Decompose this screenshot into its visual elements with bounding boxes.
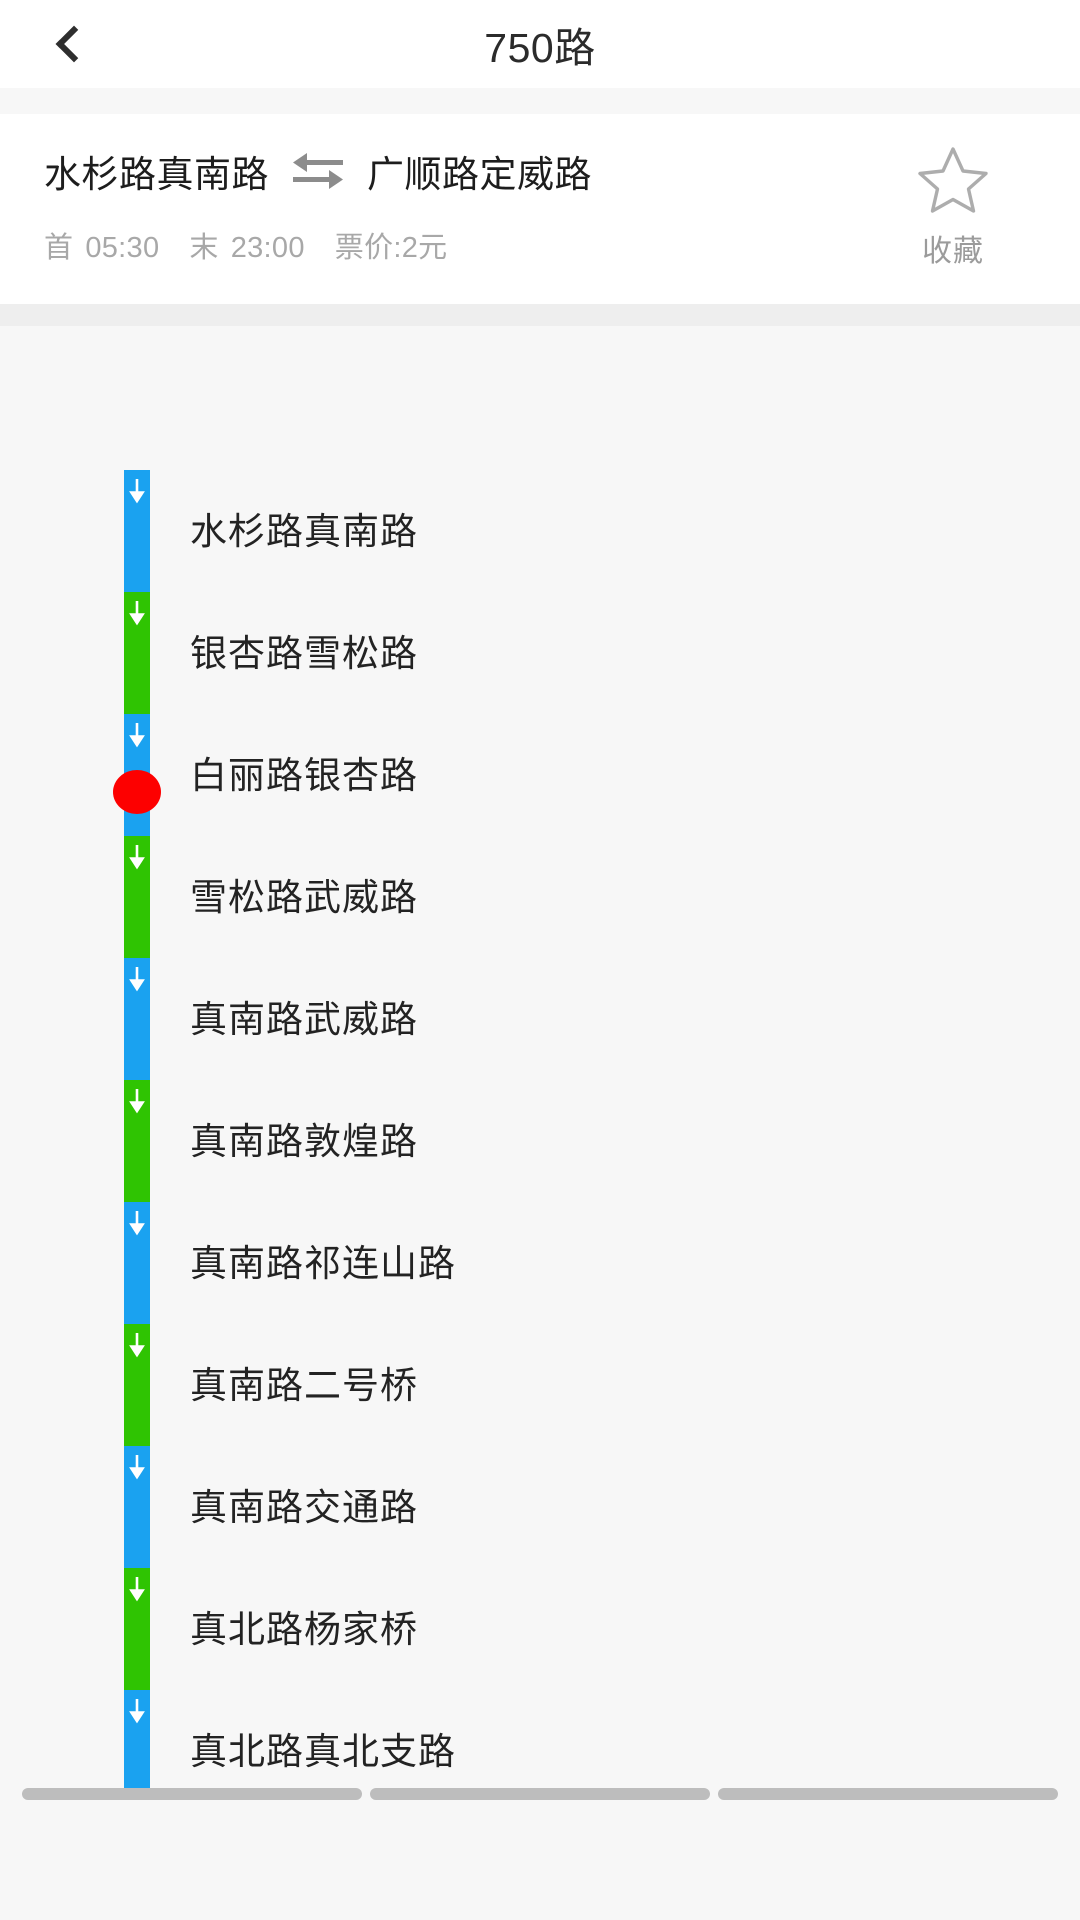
page-title: 750路	[484, 25, 596, 71]
arrow-down-icon	[129, 1577, 145, 1602]
timeline-segment	[124, 470, 150, 592]
stops-top-spacer	[0, 326, 1080, 348]
route-direction[interactable]: 水杉路真南路 广顺路定威路	[44, 144, 1040, 198]
arrow-down-icon	[129, 601, 145, 626]
timeline-segment	[124, 1202, 150, 1324]
stop-row[interactable]: 白丽路银杏路	[190, 714, 1080, 836]
arrow-down-icon	[129, 967, 145, 992]
favorite-button[interactable]: 收藏	[878, 144, 1028, 270]
stop-name: 银杏路雪松路	[190, 632, 418, 674]
timeline-segment	[124, 836, 150, 958]
stop-row[interactable]: 真南路祁连山路	[190, 1202, 1080, 1324]
route-schedule: 首 05:30 末 23:00 票价:2元	[44, 224, 1040, 266]
section-divider	[0, 304, 1080, 326]
stop-row[interactable]: 真南路二号桥	[190, 1324, 1080, 1446]
stops-list[interactable]: 水杉路真南路银杏路雪松路白丽路银杏路雪松路武威路真南路武威路真南路敦煌路真南路祁…	[0, 348, 1080, 1800]
nav-pill[interactable]	[370, 1788, 710, 1800]
nav-pill[interactable]	[718, 1788, 1058, 1800]
stop-label-column: 水杉路真南路银杏路雪松路白丽路银杏路雪松路武威路真南路武威路真南路敦煌路真南路祁…	[190, 348, 1080, 1800]
chevron-left-icon	[55, 25, 93, 63]
timeline-segment	[124, 1446, 150, 1568]
arrow-down-icon	[129, 1089, 145, 1114]
stop-row[interactable]: 银杏路雪松路	[190, 592, 1080, 714]
stop-row[interactable]: 真南路敦煌路	[190, 1080, 1080, 1202]
arrow-down-icon	[129, 1333, 145, 1358]
timeline-segment	[124, 1690, 150, 1800]
stop-name: 真南路武威路	[190, 998, 418, 1040]
back-button[interactable]	[24, 0, 116, 88]
timeline-segment	[124, 592, 150, 714]
stop-row[interactable]: 真南路交通路	[190, 1446, 1080, 1568]
timeline-segment	[124, 1080, 150, 1202]
favorite-label: 收藏	[922, 235, 984, 268]
swap-arrows-icon[interactable]	[291, 151, 345, 191]
arrow-down-icon	[129, 1455, 145, 1480]
last-bus-time: 23:00	[230, 232, 305, 264]
route-info-card[interactable]: 水杉路真南路 广顺路定威路 首 05:30 末 23:00 票价:2元 收藏	[0, 114, 1080, 304]
nav-pill[interactable]	[22, 1788, 362, 1800]
arrow-down-icon	[129, 1699, 145, 1724]
timeline-segment	[124, 958, 150, 1080]
arrow-down-icon	[129, 1211, 145, 1236]
timeline-segment	[124, 1324, 150, 1446]
route-destination: 广顺路定威路	[367, 154, 592, 195]
stop-row[interactable]: 真北路真北支路	[190, 1690, 1080, 1800]
header-spacer	[0, 88, 1080, 114]
stop-name: 真南路祁连山路	[190, 1242, 456, 1284]
route-timeline	[124, 348, 150, 1800]
last-bus-label: 末	[189, 232, 219, 264]
arrow-down-icon	[129, 723, 145, 748]
stop-name: 真北路杨家桥	[190, 1608, 418, 1650]
route-origin: 水杉路真南路	[44, 154, 269, 195]
stop-name: 雪松路武威路	[190, 876, 418, 918]
arrow-down-icon	[129, 479, 145, 504]
stop-name: 真南路交通路	[190, 1486, 418, 1528]
start-dot-icon	[113, 770, 161, 814]
timeline-segment	[124, 1568, 150, 1690]
stop-row[interactable]: 雪松路武威路	[190, 836, 1080, 958]
stop-name: 真南路敦煌路	[190, 1120, 418, 1162]
star-outline-icon	[918, 147, 988, 213]
stop-row[interactable]: 真北路杨家桥	[190, 1568, 1080, 1690]
first-bus-label: 首	[44, 232, 74, 264]
system-navigation-bar[interactable]	[0, 1782, 1080, 1800]
stop-name: 真南路二号桥	[190, 1364, 418, 1406]
arrow-down-icon	[129, 845, 145, 870]
stop-row[interactable]: 真南路武威路	[190, 958, 1080, 1080]
stop-name: 水杉路真南路	[190, 510, 418, 552]
first-bus-time: 05:30	[85, 232, 160, 264]
app-header: 750路	[0, 0, 1080, 88]
stop-name: 白丽路银杏路	[190, 754, 418, 796]
stop-row[interactable]: 水杉路真南路	[190, 470, 1080, 592]
fare-text: 票价:2元	[334, 232, 448, 264]
stop-name: 真北路真北支路	[190, 1730, 456, 1772]
